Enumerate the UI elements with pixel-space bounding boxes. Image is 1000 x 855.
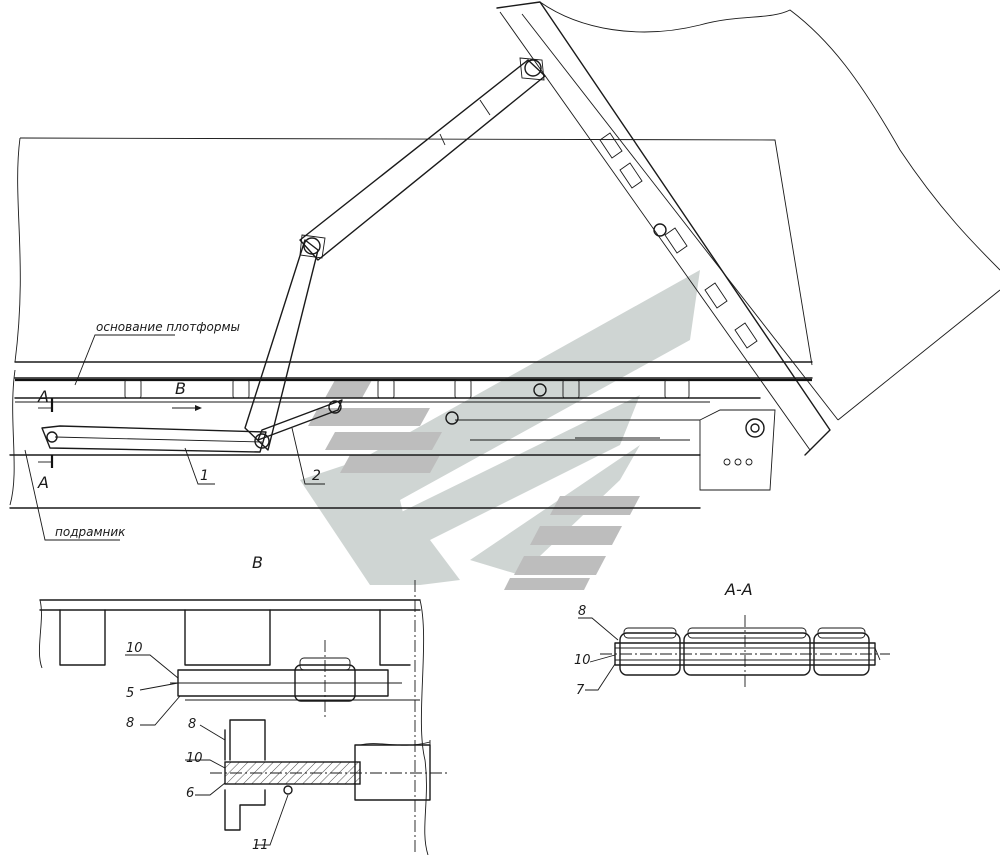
callout-2: 2 (312, 468, 321, 484)
subframe-label: подрамник (55, 525, 126, 539)
callout-6: 6 (186, 786, 194, 801)
section-mark-bottom: А (37, 473, 49, 492)
hinge-bolts (723, 418, 765, 466)
platform-base-label: основание плотформы (96, 320, 240, 334)
cab-frame-details (599, 132, 758, 349)
main-view: А А В основание плотформы подрамник 1 2 (9, 1, 1000, 541)
section-mark-top: А (37, 387, 49, 406)
callout-8-lower: 8 (188, 717, 196, 732)
detail-view-b: В 10 5 8 8 10 (39, 553, 450, 855)
callout-10-lower: 10 (186, 751, 203, 766)
callout-10-upper: 10 (126, 641, 143, 656)
callout-1: 1 (200, 468, 209, 484)
view-b-label: В (175, 379, 186, 398)
section-title: А-А (724, 580, 753, 599)
callout-8-upper: 8 (126, 716, 134, 731)
watermark-logo (300, 270, 700, 590)
section-a-a: А-А 8 10 7 (574, 580, 890, 698)
section-a-marks: А А (37, 387, 54, 492)
callout-8-section: 8 (578, 604, 586, 619)
callout-10-section: 10 (574, 653, 591, 668)
callout-11: 11 (252, 838, 269, 853)
view-b-title: В (252, 553, 263, 572)
callout-5: 5 (126, 686, 134, 701)
callout-7: 7 (576, 683, 585, 698)
beam-slots (124, 379, 690, 399)
